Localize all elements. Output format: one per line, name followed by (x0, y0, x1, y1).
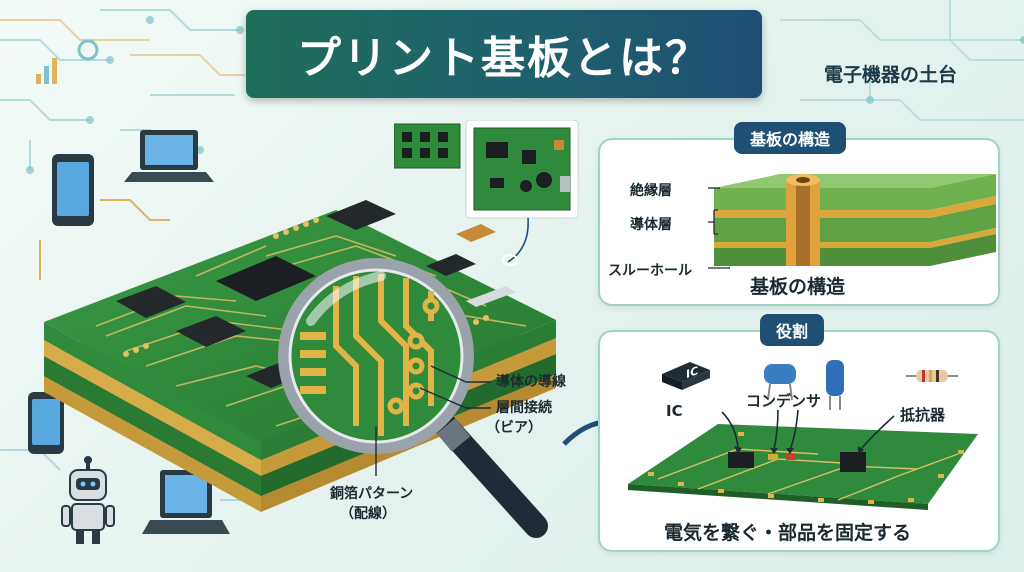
inset-connector-line (502, 218, 529, 266)
pcb-photo-inset (394, 120, 579, 219)
resistor-icon (906, 370, 958, 382)
smartphone-icon (28, 392, 64, 454)
copper-pattern-label-line1: 銅箔パターン (330, 486, 414, 502)
electrolytic-capacitor-icon (826, 360, 844, 410)
role-panel-tag: 役割 (760, 314, 825, 346)
structure-panel-tag: 基板の構造 (734, 122, 847, 154)
ring-icon (77, 39, 99, 61)
bar-chart-icon (36, 58, 57, 84)
laptop-icon (142, 470, 230, 534)
conductor-trace-label: 導体の導線 (496, 374, 566, 390)
resistor-label: 抵抗器 (900, 406, 946, 424)
ic-icon (662, 362, 710, 390)
robot-icon (61, 456, 115, 544)
laptop-icon (124, 130, 214, 182)
capacitor-label: コンデンサ (746, 392, 822, 410)
title-banner: プリント基板とは？ (246, 10, 762, 98)
smartphone-icon (52, 154, 94, 226)
structure-panel: 絶縁層 導体層 スルーホール 基板の構造 (598, 138, 1000, 306)
insulation-layer-label: 絶縁層 (630, 183, 672, 199)
ic-label: IC (666, 402, 683, 420)
role-caption: 電気を繋ぐ・部品を固定する (664, 522, 912, 544)
cross-section-diagram (714, 174, 996, 266)
via-label-line1: 層間接続 (496, 400, 552, 416)
magnifying-glass (278, 258, 548, 538)
copper-pattern-label-line2: （配線） (340, 506, 396, 522)
via-label-line2: （ビア） (486, 420, 542, 436)
page-subtitle: 電子機器の土台 (824, 64, 958, 86)
conductor-layer-label: 導体層 (630, 217, 672, 233)
capacitor-icon (764, 364, 796, 401)
page-title: プリント基板とは？ (297, 33, 711, 84)
pcb-illustration (44, 200, 556, 538)
structure-caption: 基板の構造 (750, 276, 846, 298)
through-hole-label: スルーホール (608, 263, 692, 279)
role-panel: IC IC コンデンサ 抵抗器 電気を繋ぐ・部品を固定する (598, 330, 1000, 552)
device-icons (28, 130, 230, 544)
components-board-illustration (628, 360, 978, 510)
